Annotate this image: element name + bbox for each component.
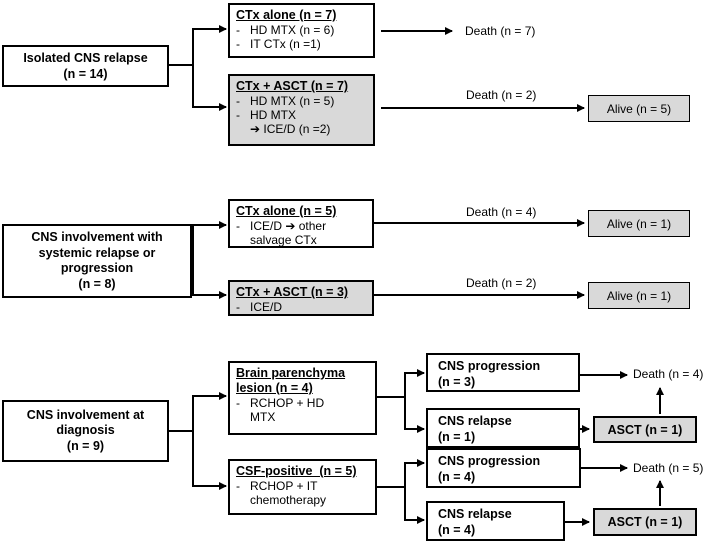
cns-relapse-label: CNS relapse (n = 1) bbox=[438, 414, 512, 444]
asct-box: ASCT (n = 1) bbox=[593, 508, 697, 536]
death-label: Death (n = 2) bbox=[466, 88, 537, 102]
asct-label: ASCT (n = 1) bbox=[607, 515, 683, 529]
treatment-title: CTx + ASCT (n = 7) bbox=[236, 79, 349, 93]
treatment-title: CTx alone (n = 5) bbox=[236, 204, 337, 218]
alive-label: Alive (n = 1) bbox=[606, 288, 672, 303]
treatment-item: -RCHOP + HD MTX bbox=[236, 396, 325, 424]
cns-progression-label: CNS progression (n = 4) bbox=[438, 454, 541, 484]
treatment-item: -ICE/D ➔ other salvage CTx bbox=[236, 219, 327, 247]
treatment-title: CTx + ASCT (n = 3) bbox=[236, 285, 349, 299]
root-label: Isolated CNS relapse (n = 14) bbox=[23, 51, 148, 81]
treatment-item: -HD MTX (n = 6) bbox=[236, 23, 335, 37]
treatment-title: Brain parenchyma lesion (n = 4) bbox=[236, 366, 346, 395]
treatment-ctx-alone: CTx alone (n = 5) -ICE/D ➔ other salvage… bbox=[228, 199, 374, 248]
asct-label: ASCT (n = 1) bbox=[607, 422, 683, 437]
alive-box: Alive (n = 5) bbox=[588, 95, 690, 122]
cns-progression-label: CNS progression (n = 3) bbox=[438, 359, 541, 389]
root-label: CNS involvement with systemic relapse or… bbox=[31, 230, 163, 291]
treatment-ctx-asct: CTx + ASCT (n = 3) -ICE/D bbox=[228, 280, 374, 316]
death-label: Death (n = 5) bbox=[633, 461, 704, 475]
death-label: Death (n = 2) bbox=[466, 276, 537, 290]
treatment-csf-positive: CSF-positive (n = 5) -RCHOP + IT chemoth… bbox=[228, 459, 377, 515]
alive-label: Alive (n = 1) bbox=[606, 216, 672, 231]
treatment-item: -RCHOP + IT chemotherapy bbox=[236, 479, 327, 507]
treatment-item: -HD MTX ➔ ICE/D (n =2) bbox=[236, 108, 331, 136]
alive-box: Alive (n = 1) bbox=[588, 210, 690, 237]
treatment-ctx-asct: CTx + ASCT (n = 7) -HD MTX (n = 5) -HD M… bbox=[228, 74, 375, 146]
root-cns-systemic: CNS involvement with systemic relapse or… bbox=[2, 224, 192, 298]
asct-box: ASCT (n = 1) bbox=[593, 416, 697, 443]
treatment-item: -ICE/D bbox=[236, 300, 283, 314]
treatment-title: CSF-positive (n = 5) bbox=[236, 464, 357, 478]
cns-relapse-label: CNS relapse (n = 4) bbox=[438, 507, 512, 537]
root-isolated-cns-relapse: Isolated CNS relapse (n = 14) bbox=[2, 45, 169, 87]
death-label: Death (n = 4) bbox=[466, 205, 537, 219]
treatment-item: -HD MTX (n = 5) bbox=[236, 94, 335, 108]
alive-box: Alive (n = 1) bbox=[588, 282, 690, 309]
treatment-ctx-alone: CTx alone (n = 7) -HD MTX (n = 6) -IT CT… bbox=[228, 3, 375, 58]
treatment-brain-parenchyma: Brain parenchyma lesion (n = 4) -RCHOP +… bbox=[228, 361, 377, 435]
death-label: Death (n = 4) bbox=[633, 367, 704, 381]
root-cns-at-diagnosis: CNS involvement at diagnosis (n = 9) bbox=[2, 400, 169, 462]
cns-progression-box: CNS progression (n = 4) bbox=[426, 448, 581, 488]
alive-label: Alive (n = 5) bbox=[606, 101, 672, 116]
treatment-title: CTx alone (n = 7) bbox=[236, 8, 337, 22]
cns-progression-box: CNS progression (n = 3) bbox=[426, 353, 580, 392]
cns-relapse-box: CNS relapse (n = 1) bbox=[426, 408, 580, 448]
treatment-item: -IT CTx (n =1) bbox=[236, 37, 321, 51]
death-label: Death (n = 7) bbox=[465, 24, 536, 38]
cns-relapse-box: CNS relapse (n = 4) bbox=[426, 501, 565, 541]
root-label: CNS involvement at diagnosis (n = 9) bbox=[26, 407, 145, 453]
